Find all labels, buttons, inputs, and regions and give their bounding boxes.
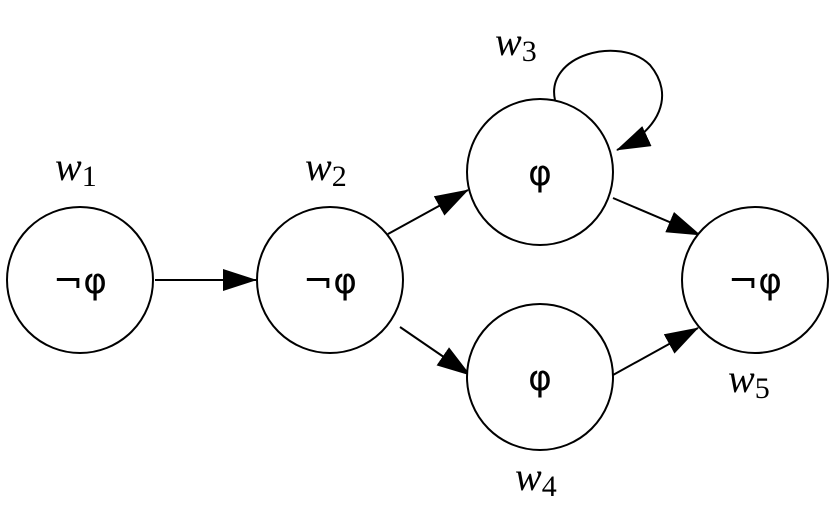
node-w3-label-sub: 3	[522, 35, 537, 68]
node-w3-formula: φ	[528, 153, 552, 194]
node-w4-formula: φ	[528, 358, 552, 399]
node-w5-circle	[681, 206, 829, 354]
node-w5: ¬φ w5	[681, 206, 829, 405]
node-w2-label-letter: w	[305, 144, 332, 189]
node-w4-label: w4	[515, 454, 557, 503]
node-w3: φ w3	[466, 19, 614, 246]
node-w2: ¬φ w2	[256, 144, 404, 354]
node-w2-formula: ¬φ	[303, 261, 357, 302]
node-w1-label: w1	[55, 144, 97, 193]
node-w5-formula: ¬φ	[728, 261, 782, 302]
node-w3-label-letter: w	[495, 19, 522, 64]
node-w5-label-sub: 5	[755, 372, 770, 405]
edge-w4-w5	[612, 327, 699, 376]
node-w5-label-letter: w	[728, 356, 755, 401]
node-w5-label: w5	[728, 356, 770, 405]
node-w1: ¬φ w1	[6, 144, 154, 354]
node-w2-label-sub: 2	[332, 160, 347, 193]
node-w1-label-sub: 1	[82, 160, 97, 193]
node-w1-circle	[6, 206, 154, 354]
node-w4: φ w4	[466, 303, 614, 503]
node-w4-label-sub: 4	[542, 470, 557, 503]
node-w1-formula: ¬φ	[53, 261, 107, 302]
edge-w2-w4	[399, 326, 471, 376]
node-w4-circle	[466, 303, 614, 451]
node-w4-label-letter: w	[515, 454, 542, 499]
node-w2-circle	[256, 206, 404, 354]
edge-w3-w3-loop	[553, 49, 664, 151]
edge-w3-w5	[612, 197, 701, 236]
edge-w2-w3	[387, 189, 469, 235]
node-w3-label: w3	[495, 19, 537, 68]
node-w3-circle	[466, 98, 614, 246]
node-w2-label: w2	[305, 144, 347, 193]
node-w1-label-letter: w	[55, 144, 82, 189]
